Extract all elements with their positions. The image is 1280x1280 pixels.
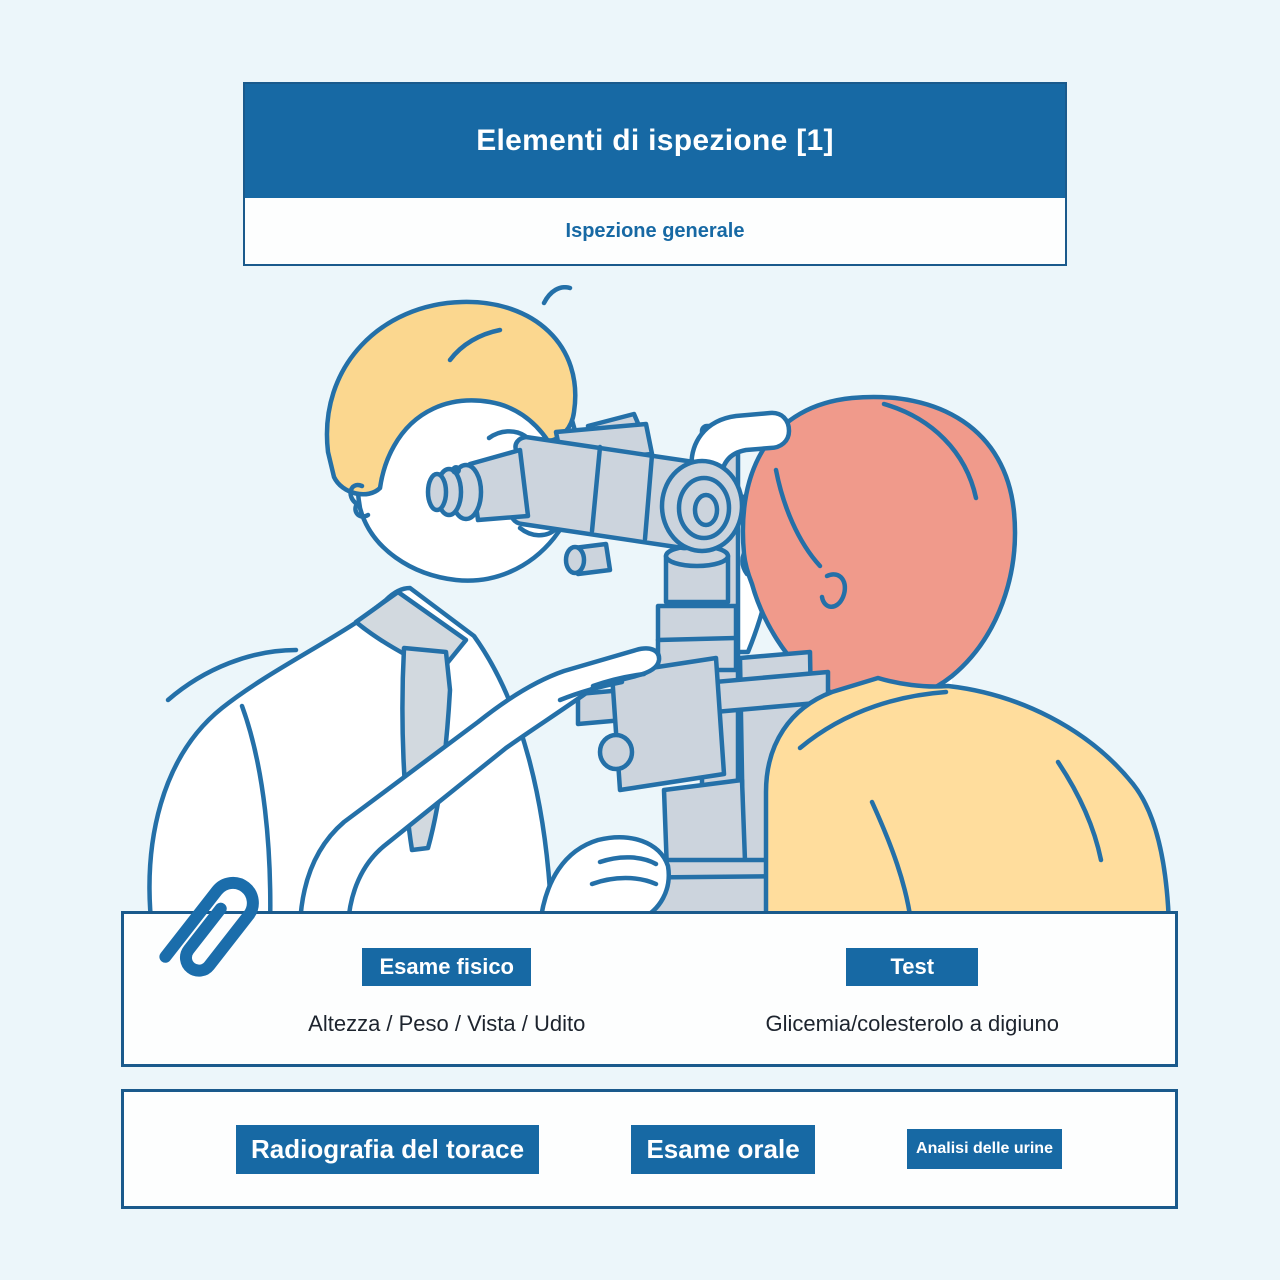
header-subtitle-bar: Ispezione generale — [245, 198, 1065, 264]
test-badge: Test — [846, 948, 979, 986]
test-group: Test Glicemia/colesterolo a digiuno — [650, 914, 1176, 1064]
eye-exam-illustration — [147, 285, 1172, 930]
physical-exam-badge: Esame fisico — [362, 948, 531, 986]
page-title: Elementi di ispezione [1] — [476, 124, 834, 157]
paperclip-icon — [159, 876, 259, 977]
physical-exam-detail: Altezza / Peso / Vista / Udito — [308, 1011, 586, 1036]
exam-summary-box: Esame fisico Altezza / Peso / Vista / Ud… — [121, 911, 1178, 1067]
exam-list-box: Radiografia del torace Esame orale Anali… — [121, 1089, 1178, 1209]
header-box: Elementi di ispezione [1] Ispezione gene… — [243, 82, 1067, 266]
urinalysis-badge: Analisi delle urine — [907, 1129, 1062, 1169]
slit-lamp-device — [425, 410, 831, 929]
header-title-bar: Elementi di ispezione [1] — [245, 84, 1065, 198]
page-subtitle: Ispezione generale — [565, 219, 745, 242]
oral-exam-badge: Esame orale — [631, 1124, 815, 1174]
chest-xray-badge: Radiografia del torace — [236, 1124, 540, 1174]
patient-shirt — [763, 675, 1172, 928]
doctor-hands — [297, 646, 671, 928]
test-detail: Glicemia/colesterolo a digiuno — [765, 1011, 1060, 1036]
physical-exam-group: Esame fisico Altezza / Peso / Vista / Ud… — [184, 914, 710, 1064]
